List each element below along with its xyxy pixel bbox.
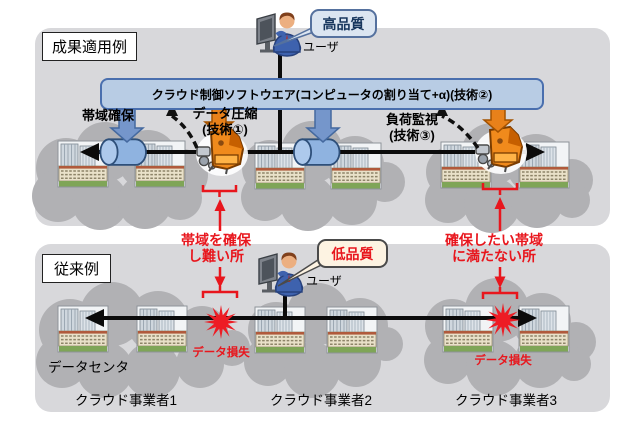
bandwidth-pipe-icon bbox=[292, 138, 341, 166]
load-monitoring-label-line1: 負荷監視 bbox=[385, 112, 438, 127]
datacenter-building-icon bbox=[442, 305, 494, 353]
data-loss-label-left: データ損失 bbox=[192, 347, 250, 359]
cloud-provider-2-label: クラウド事業者2 bbox=[269, 393, 372, 408]
datacenter-building-icon bbox=[518, 305, 570, 353]
bandwidth-secure-label: 帯域確保 bbox=[82, 108, 135, 123]
conventional-example-title: 従来例 bbox=[42, 254, 111, 283]
low-quality-bubble: 低品質 bbox=[317, 239, 388, 268]
load-monitoring-label-line2: (技術③) bbox=[389, 128, 435, 143]
annotation-right-line1: 確保したい帯域 bbox=[445, 232, 543, 248]
cloud-control-software-box: クラウド制御ソフトウエア(コンピュータの割り当て+α)(技術②) bbox=[100, 78, 544, 110]
annotation-left-line1: 帯域を確保 bbox=[181, 232, 251, 248]
bandwidth-pipe-icon bbox=[99, 138, 147, 166]
blue-allocation-arrows bbox=[109, 105, 341, 143]
red-annotation-arrowheads bbox=[214, 197, 506, 288]
cloud-provider-3-label: クラウド事業者3 bbox=[454, 393, 557, 408]
user-label-bottom: ユーザ bbox=[306, 274, 342, 288]
datacenter-building-icon bbox=[326, 306, 378, 354]
datacenter-label: データセンタ bbox=[48, 360, 129, 375]
cloud-provider-1-label: クラウド事業者1 bbox=[74, 393, 177, 408]
compression-label-line2: (技術①) bbox=[202, 122, 248, 137]
compression-label-line1: データ圧縮 bbox=[192, 106, 258, 121]
dashed-feedback-arrows bbox=[170, 114, 480, 150]
proposed-example-title: 成果適用例 bbox=[42, 32, 137, 61]
person-at-computer-icon bbox=[257, 13, 301, 57]
datacenter-building-icon bbox=[254, 306, 306, 354]
datacenter-building-icon bbox=[136, 305, 188, 353]
user-label-top: ユーザ bbox=[303, 40, 339, 54]
annotation-right-line2: に満たない所 bbox=[452, 248, 536, 264]
annotation-left-line2: し難い所 bbox=[188, 248, 244, 264]
high-quality-bubble: 高品質 bbox=[310, 9, 377, 38]
data-loss-label-right: データ損失 bbox=[474, 355, 532, 367]
network-arrowheads bbox=[80, 143, 545, 327]
